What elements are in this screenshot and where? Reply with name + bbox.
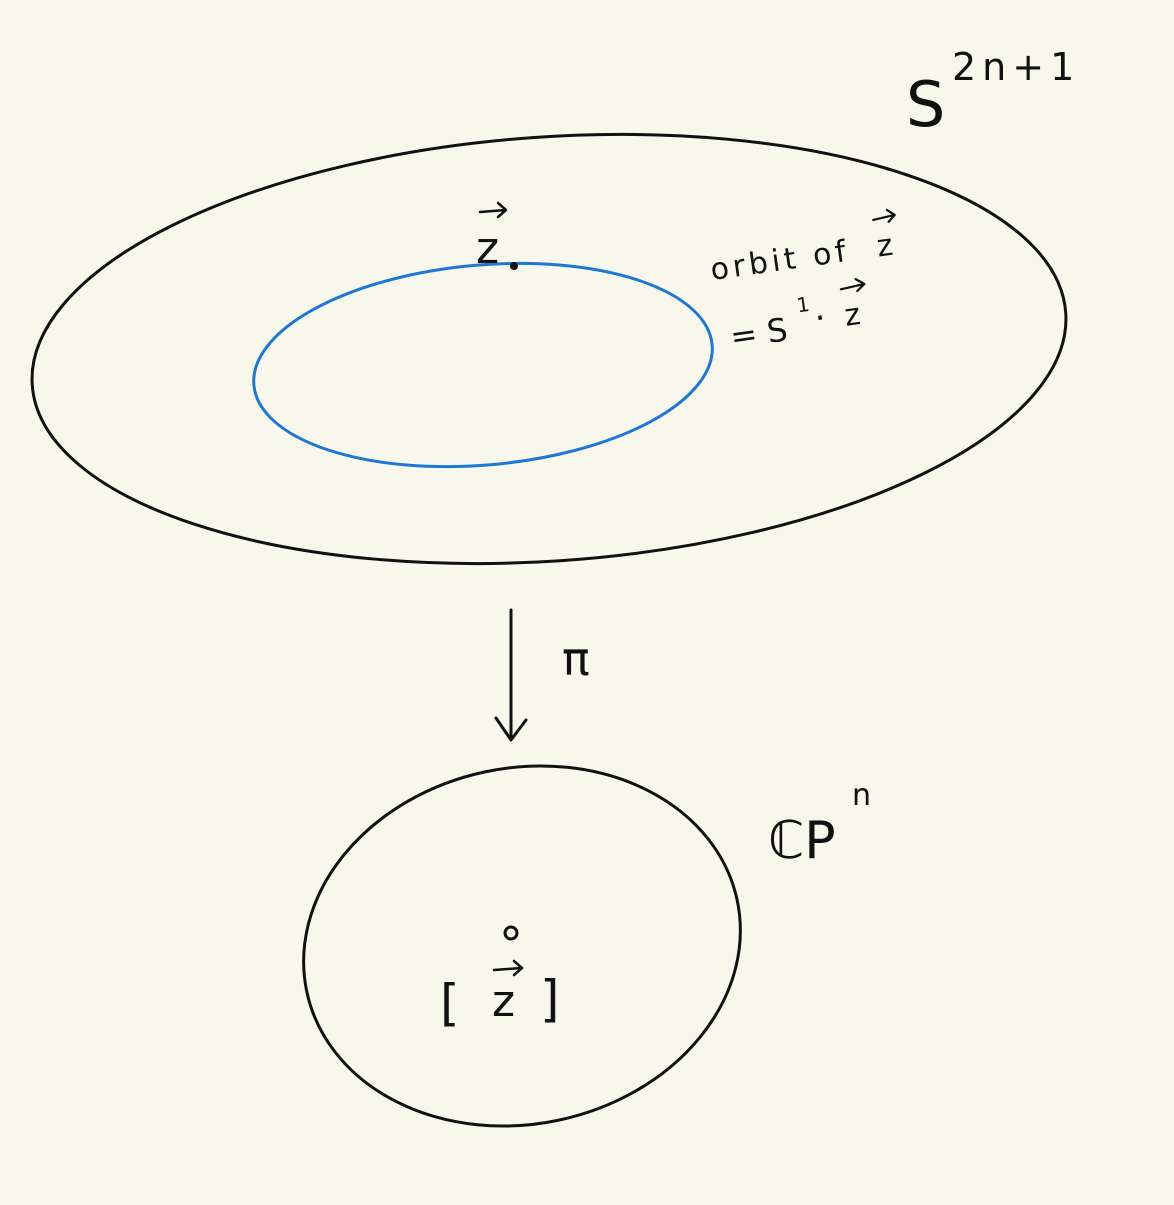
class-point-dot [503, 925, 519, 941]
svg-text:1: 1 [795, 292, 811, 318]
sphere-label: S 2n+1 [906, 45, 1080, 141]
orbit-label-line2: = S 1 · z [728, 278, 866, 356]
projective-space-outline [302, 764, 742, 1128]
sphere-outline [30, 132, 1068, 566]
svg-text:z: z [492, 976, 515, 1027]
class-point-label: [ z ] [440, 959, 560, 1032]
orbit-ellipse [252, 261, 714, 469]
svg-text:·: · [812, 298, 828, 339]
svg-text:z: z [875, 228, 895, 265]
svg-text:S: S [906, 68, 945, 141]
projection-arrow [494, 608, 528, 742]
svg-text:z: z [842, 297, 862, 334]
projective-space-label: ℂP n [768, 778, 871, 871]
svg-text:[: [ [440, 974, 460, 1032]
point-z-dot [510, 262, 518, 270]
svg-text:]: ] [540, 970, 560, 1028]
point-z-label: z [476, 201, 508, 274]
svg-text:orbit of: orbit of [708, 234, 852, 288]
svg-text:n: n [852, 778, 871, 813]
svg-text:z: z [476, 223, 499, 274]
svg-text:= S: = S [728, 310, 790, 356]
svg-text:ℂP: ℂP [768, 811, 836, 871]
projection-label: π [562, 632, 590, 686]
svg-text:2n+1: 2n+1 [952, 45, 1080, 89]
orbit-label-line1: orbit of z [708, 208, 896, 288]
